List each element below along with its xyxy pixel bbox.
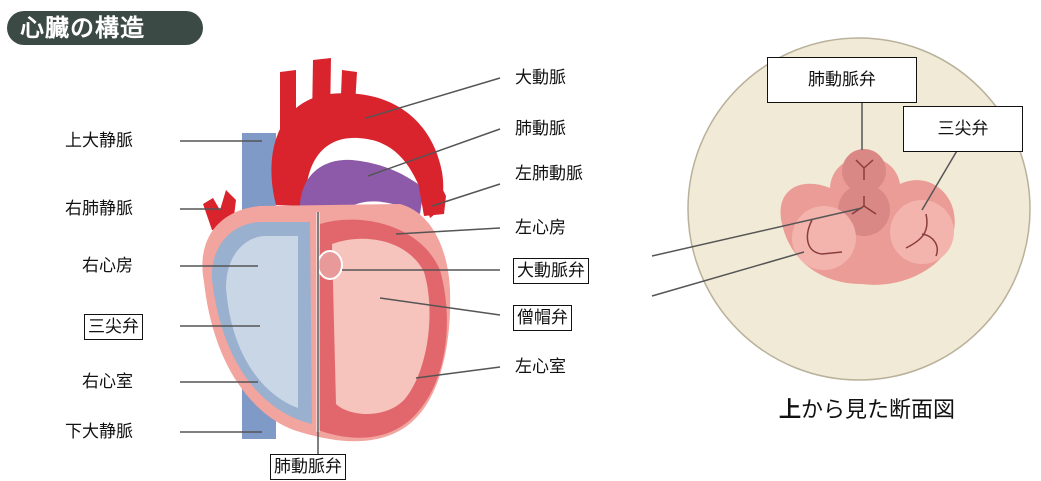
label-left-atrium: 左心房 xyxy=(515,217,566,239)
mitral-valve-disc xyxy=(792,206,856,270)
label-superior-vena-cava: 上大静脈 xyxy=(65,130,133,152)
label-inferior-vena-cava: 下大静脈 xyxy=(65,421,133,443)
caption-bold: 上 xyxy=(779,398,801,423)
label-right-pulmonary-vein: 右肺静脈 xyxy=(65,198,133,220)
label-pulmonary-artery: 肺動脈 xyxy=(515,118,566,140)
label-cross-tricuspid-valve: 三尖弁 xyxy=(903,106,1023,152)
label-aortic-valve: 大動脈弁 xyxy=(513,258,589,284)
label-cross-pulmonary-valve: 肺動脈弁 xyxy=(767,57,917,103)
label-left-pulmonary-artery: 左肺動脈 xyxy=(515,163,583,185)
caption-rest: から見た断面図 xyxy=(801,398,955,423)
label-tricuspid-valve: 三尖弁 xyxy=(84,314,143,340)
label-right-atrium: 右心房 xyxy=(82,255,133,277)
label-aorta: 大動脈 xyxy=(515,67,566,89)
label-pulmonary-valve: 肺動脈弁 xyxy=(270,454,346,480)
aortic-valve-ring xyxy=(318,251,342,279)
label-left-ventricle: 左心室 xyxy=(515,356,566,378)
cross-section-caption: 上から見た断面図 xyxy=(779,398,955,424)
label-mitral-valve: 僧帽弁 xyxy=(513,305,572,331)
label-right-ventricle: 右心室 xyxy=(82,371,133,393)
